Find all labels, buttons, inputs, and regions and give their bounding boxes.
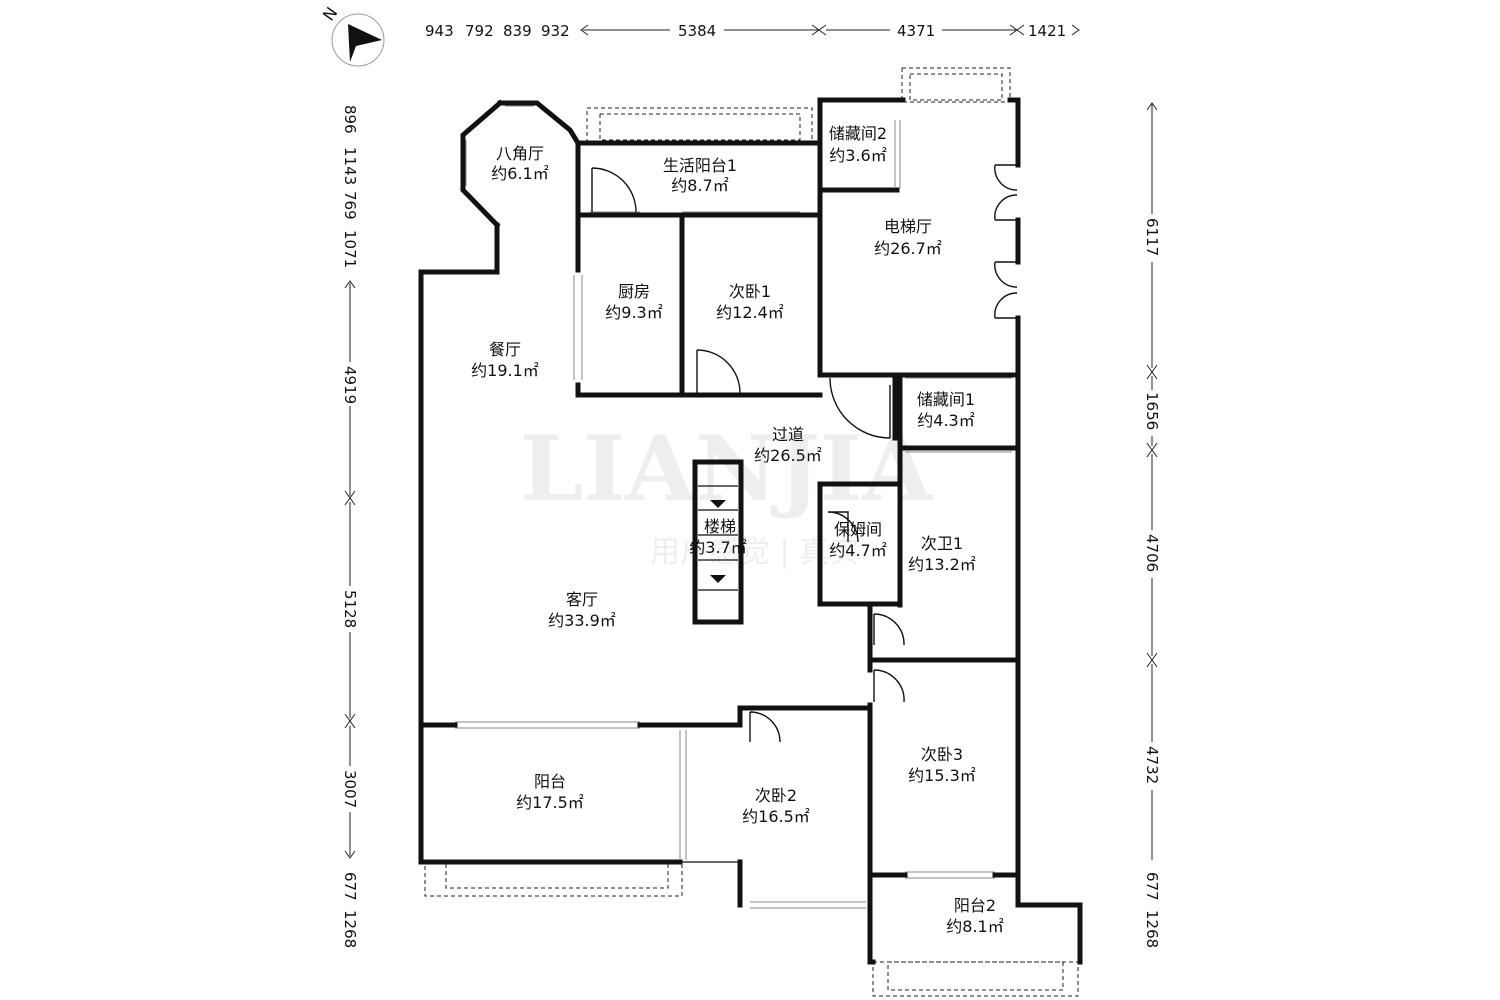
dim-left-769: 769 bbox=[341, 191, 359, 220]
room-area: 约3.6㎡ bbox=[829, 146, 886, 165]
room-area: 约16.5㎡ bbox=[742, 807, 810, 826]
room-area: 约12.4㎡ bbox=[716, 303, 784, 322]
dim-top-932: 932 bbox=[541, 22, 570, 40]
room-name: 保姆间 bbox=[834, 520, 882, 539]
room-name: 阳台 bbox=[534, 772, 566, 791]
room-area: 约6.1㎡ bbox=[491, 164, 548, 183]
room-name: 次卫1 bbox=[921, 534, 963, 553]
room-area: 约8.1㎡ bbox=[946, 917, 1003, 936]
right-dimensions: 6117 1656 4706 4732 677 1268 bbox=[1143, 102, 1161, 948]
dim-left-1143: 1143 bbox=[341, 147, 359, 185]
dim-top-4371: 4371 bbox=[897, 22, 935, 40]
room-name: 厨房 bbox=[618, 282, 650, 301]
room-name: 八角厅 bbox=[496, 144, 544, 163]
room-area: 约13.2㎡ bbox=[908, 555, 976, 574]
dim-left-1071: 1071 bbox=[341, 230, 359, 268]
top-dimensions: 943 792 839 932 5384 4371 1421 bbox=[425, 22, 1080, 40]
dim-right-6117: 6117 bbox=[1143, 218, 1161, 256]
dim-right-1268: 1268 bbox=[1143, 910, 1161, 948]
doors bbox=[591, 164, 1018, 743]
room-name: 储藏间2 bbox=[829, 124, 887, 143]
room-area: 约17.5㎡ bbox=[516, 793, 584, 812]
room-name: 过道 bbox=[772, 425, 804, 444]
dim-top-943: 943 bbox=[425, 22, 454, 40]
room-labels: 八角厅 约6.1㎡ 生活阳台1 约8.7㎡ 储藏间2 约3.6㎡ 电梯厅 约26… bbox=[471, 124, 1004, 936]
room-area: 约26.7㎡ bbox=[874, 239, 942, 258]
dim-top-1421: 1421 bbox=[1028, 22, 1066, 40]
watermark-logo: LIANJIA bbox=[520, 416, 933, 522]
room-name: 阳台2 bbox=[954, 896, 996, 915]
room-name: 生活阳台1 bbox=[663, 156, 737, 175]
room-area: 约4.7㎡ bbox=[829, 541, 886, 560]
room-name: 次卧3 bbox=[921, 745, 963, 764]
room-area: 约33.9㎡ bbox=[548, 611, 616, 630]
dim-top-792: 792 bbox=[465, 22, 494, 40]
dim-right-677: 677 bbox=[1143, 872, 1161, 901]
dim-left-4919: 4919 bbox=[341, 366, 359, 404]
compass-north-label: N bbox=[319, 4, 341, 25]
room-area: 约4.3㎡ bbox=[917, 411, 974, 430]
windows bbox=[455, 120, 1012, 909]
exterior-railings bbox=[424, 67, 1079, 997]
room-name: 客厅 bbox=[566, 590, 598, 609]
room-name: 次卧1 bbox=[729, 282, 771, 301]
walls bbox=[418, 97, 1083, 965]
room-area: 约9.3㎡ bbox=[605, 303, 662, 322]
dim-left-1268: 1268 bbox=[341, 910, 359, 948]
staircase bbox=[692, 459, 744, 625]
dim-right-4732: 4732 bbox=[1143, 746, 1161, 784]
room-name: 楼梯 bbox=[704, 517, 736, 536]
room-area: 约8.7㎡ bbox=[671, 176, 728, 195]
compass-icon: N bbox=[319, 4, 385, 67]
dim-left-3007: 3007 bbox=[341, 770, 359, 808]
dim-top-5384: 5384 bbox=[678, 22, 716, 40]
room-name: 餐厅 bbox=[489, 340, 521, 359]
room-name: 储藏间1 bbox=[917, 390, 975, 409]
room-name: 次卧2 bbox=[755, 786, 797, 805]
room-area: 约15.3㎡ bbox=[908, 766, 976, 785]
octagon-walls bbox=[460, 99, 582, 229]
dim-left-896: 896 bbox=[341, 105, 359, 134]
room-area: 约19.1㎡ bbox=[471, 361, 539, 380]
dim-left-5128: 5128 bbox=[341, 590, 359, 628]
room-name: 电梯厅 bbox=[884, 217, 932, 236]
room-area: 约26.5㎡ bbox=[754, 446, 822, 465]
room-area: 约3.7㎡ bbox=[689, 538, 746, 557]
dim-right-1656: 1656 bbox=[1143, 392, 1161, 430]
left-dimensions: 896 1143 769 1071 4919 5128 3007 677 126… bbox=[341, 105, 359, 948]
dim-right-4706: 4706 bbox=[1143, 534, 1161, 572]
watermark-slogan: 用户感觉 | 真实 bbox=[650, 535, 859, 570]
dim-left-677: 677 bbox=[341, 872, 359, 901]
dim-top-839: 839 bbox=[503, 22, 532, 40]
